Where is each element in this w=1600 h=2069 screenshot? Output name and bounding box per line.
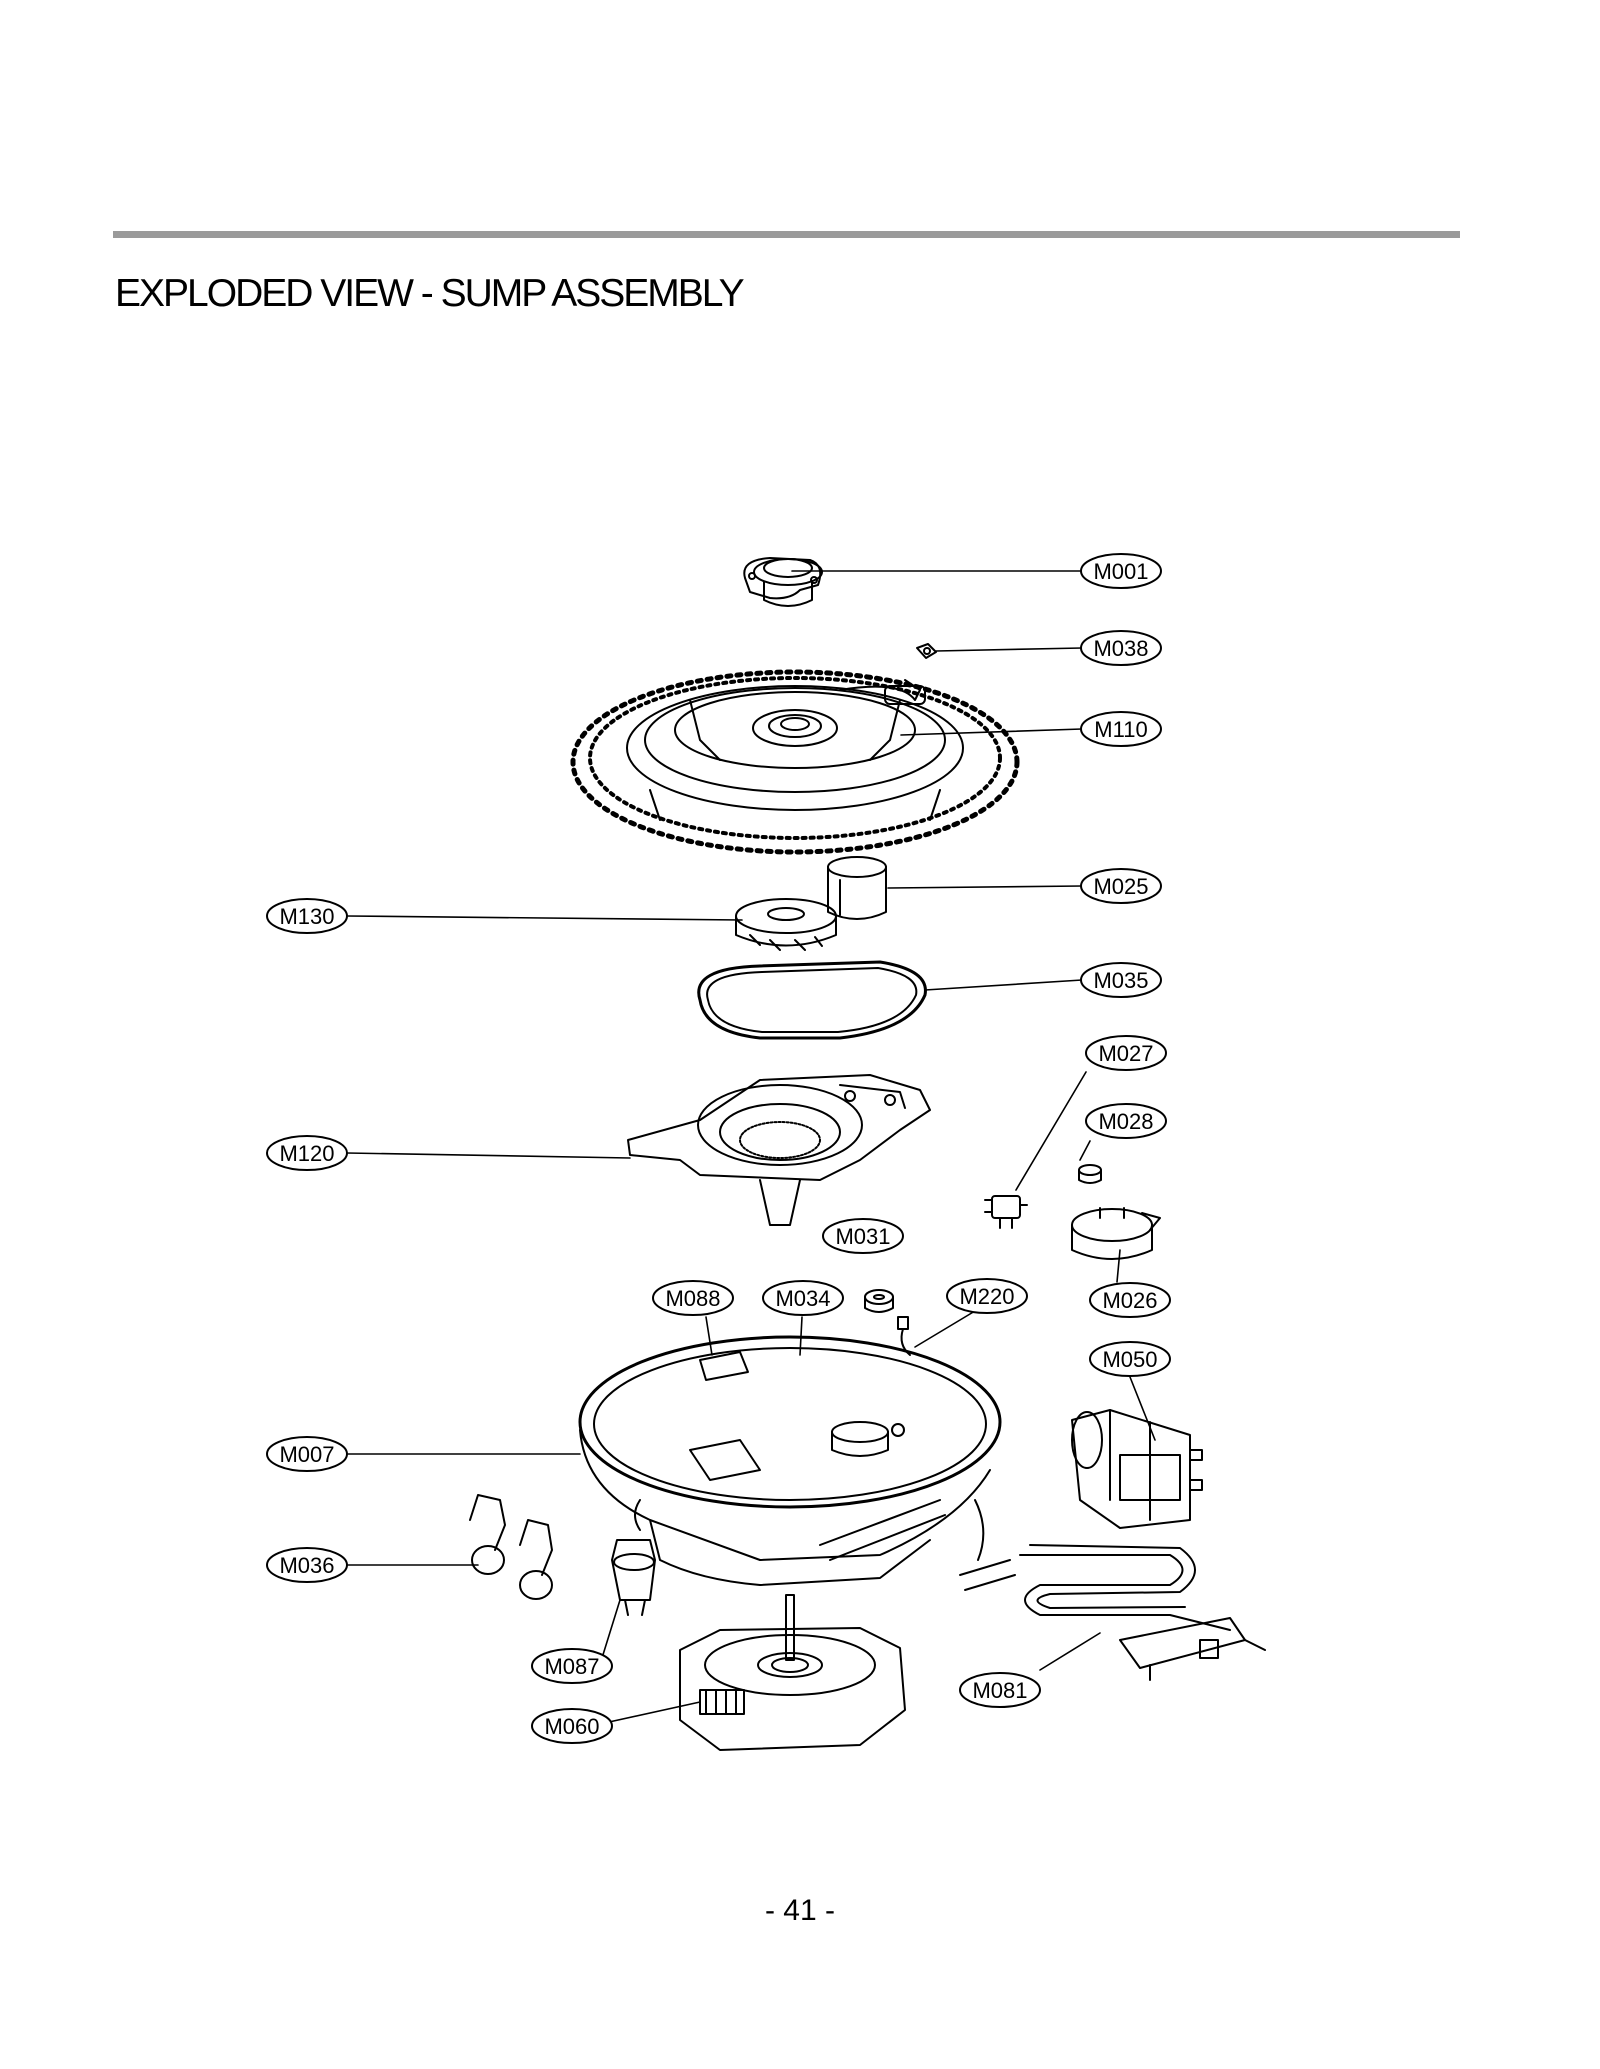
callout-label: M028 <box>1098 1109 1153 1134</box>
part-m001-cap <box>743 557 823 607</box>
callout-label: M034 <box>775 1286 830 1311</box>
page-title: EXPLODED VIEW - SUMP ASSEMBLY <box>115 272 745 315</box>
part-m081-heater <box>959 1544 1266 1681</box>
part-m038-clip <box>916 643 937 659</box>
callout-m036: M036 <box>266 1547 348 1583</box>
callout-label: M035 <box>1093 968 1148 993</box>
callout-m031: M031 <box>822 1218 904 1254</box>
callout-label: M087 <box>544 1654 599 1679</box>
callout-m060: M060 <box>531 1708 613 1744</box>
callout-label: M007 <box>279 1442 334 1467</box>
callout-m130: M130 <box>266 898 348 934</box>
part-m035-gasket <box>697 960 927 1040</box>
callout-m220: M220 <box>946 1278 1028 1314</box>
part-m028-nut <box>1078 1164 1102 1184</box>
part-m026-disc <box>1071 1207 1161 1260</box>
callout-label: M120 <box>279 1141 334 1166</box>
callout-m088: M088 <box>652 1280 734 1316</box>
callout-m087: M087 <box>531 1648 613 1684</box>
callout-label: M220 <box>959 1284 1014 1309</box>
callout-m028: M028 <box>1085 1103 1167 1139</box>
callout-m035: M035 <box>1080 962 1162 998</box>
callout-label: M130 <box>279 904 334 929</box>
part-m025-cylinder <box>827 856 887 920</box>
callout-label: M050 <box>1102 1347 1157 1372</box>
callout-m038: M038 <box>1080 630 1162 666</box>
callout-label: M027 <box>1098 1041 1153 1066</box>
callout-m110: M110 <box>1080 711 1162 747</box>
page-number: - 41 - <box>764 1894 836 1927</box>
callout-label: M081 <box>972 1678 1027 1703</box>
callout-labels: M001 M038 M110 M025 M130 M035 M027 M028 <box>266 553 1171 1744</box>
part-m110-filter <box>570 669 1020 855</box>
callout-m034: M034 <box>762 1280 844 1316</box>
callout-m001: M001 <box>1080 553 1162 589</box>
part-m120-pump-housing <box>627 1074 931 1226</box>
callout-m027: M027 <box>1085 1035 1167 1071</box>
callout-m025: M025 <box>1080 868 1162 904</box>
part-m027-sensor <box>984 1195 1028 1229</box>
part-m050-pump <box>1071 1409 1203 1529</box>
part-m130-impeller <box>735 898 837 951</box>
leader-lines <box>346 570 1156 1725</box>
callout-label: M031 <box>835 1224 890 1249</box>
callout-label: M038 <box>1093 636 1148 661</box>
callout-label: M036 <box>279 1553 334 1578</box>
callout-label: M060 <box>544 1714 599 1739</box>
part-m060-motor <box>679 1594 906 1751</box>
callout-m120: M120 <box>266 1135 348 1171</box>
callout-label: M110 <box>1094 717 1147 742</box>
callout-m081: M081 <box>959 1672 1041 1708</box>
part-m036-clips <box>469 1494 553 1600</box>
callout-m007: M007 <box>266 1436 348 1472</box>
callout-label: M001 <box>1093 559 1148 584</box>
header-rule <box>113 231 1460 238</box>
callout-m026: M026 <box>1089 1282 1171 1318</box>
part-m031-ring <box>864 1289 894 1313</box>
callout-label: M026 <box>1102 1288 1157 1313</box>
part-m007-sump <box>578 1335 1002 1586</box>
callout-label: M088 <box>665 1286 720 1311</box>
callout-m050: M050 <box>1089 1341 1171 1377</box>
callout-label: M025 <box>1093 874 1148 899</box>
